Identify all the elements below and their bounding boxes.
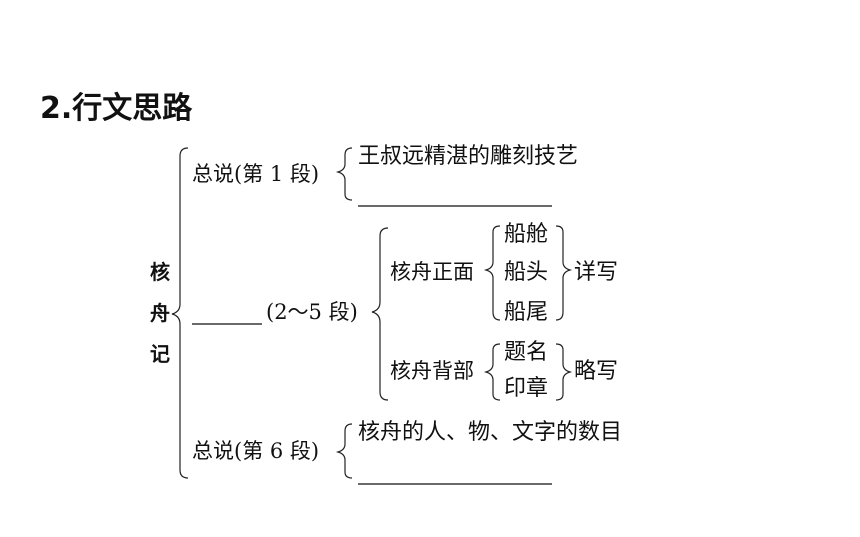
bottom-brace [335, 423, 353, 479]
front-result-brace [555, 225, 573, 321]
front-item-3: 船尾 [504, 300, 549, 325]
root-char-2: 舟 [150, 301, 170, 325]
root-char-1: 核 [150, 260, 170, 284]
top-section-label: 总说(第 1 段) [192, 162, 320, 186]
front-items-brace [483, 225, 501, 321]
back-result-brace [555, 343, 573, 401]
middle-section-label: (2～5 段) [266, 300, 358, 324]
back-item-2: 印章 [504, 376, 549, 401]
back-items-brace [483, 343, 501, 401]
middle-brace [371, 227, 389, 401]
top-brace [335, 147, 353, 201]
back-result: 略写 [574, 359, 619, 384]
section-heading: 2.行文思路 [40, 91, 193, 126]
top-item-1: 王叔远精湛的雕刻技艺 [358, 144, 579, 169]
root-char-3: 记 [150, 342, 170, 366]
front-item-2: 船头 [504, 260, 549, 285]
back-item-1: 题名 [504, 340, 549, 365]
back-label: 核舟背部 [390, 359, 474, 383]
front-result: 详写 [574, 260, 619, 285]
front-item-1: 船舱 [504, 222, 549, 247]
front-label: 核舟正面 [390, 260, 474, 284]
bottom-section-label: 总说(第 6 段) [192, 439, 320, 463]
bottom-item-1: 核舟的人、物、文字的数目 [358, 420, 623, 445]
root-brace [171, 147, 189, 479]
